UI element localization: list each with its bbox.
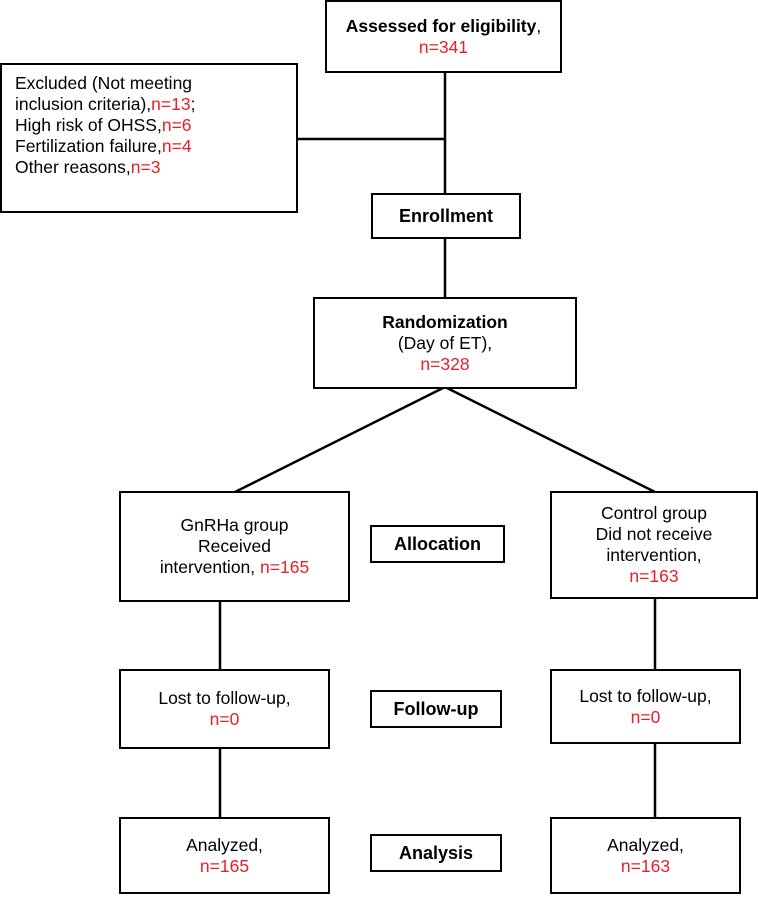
followup-box: Follow-up — [370, 690, 502, 728]
excluded-line2: inclusion criteria), — [15, 94, 152, 114]
gnrha-group-box: GnRHa group Received intervention, n=165 — [119, 491, 350, 602]
analysis-label: Analysis — [398, 842, 474, 863]
enrollment-label: Enrollment — [398, 205, 493, 226]
followup-left-count: n=0 — [209, 709, 240, 729]
control-count: n=163 — [629, 566, 679, 586]
followup-right-label: Lost to follow-up, — [579, 685, 712, 706]
assessed-box: Assessed for eligibility, n=341 — [325, 0, 562, 73]
other-reasons-count: n=3 — [130, 157, 161, 177]
randomization-sub: (Day of ET), — [397, 332, 493, 353]
other-reasons-label: Other reasons, — [15, 157, 131, 177]
fertilization-label: Fertilization failure, — [15, 136, 162, 156]
followup-left-label: Lost to follow-up, — [158, 688, 291, 708]
fertilization-count: n=4 — [161, 136, 192, 156]
excluded-line2-end: ; — [190, 94, 196, 114]
line-randomization-to-gnrha — [234, 385, 446, 494]
gnrha-line3: intervention, — [159, 557, 256, 577]
enrollment-box: Enrollment — [371, 193, 521, 239]
control-line1: Control group — [600, 503, 708, 523]
randomization-label: Randomization — [382, 311, 508, 332]
assessed-sep: , — [536, 15, 542, 36]
gnrha-line2: Received — [198, 536, 271, 556]
analyzed-right-box: Analyzed, n=163 — [550, 817, 741, 894]
control-line2: Did not receive — [595, 524, 713, 544]
followup-right-count: n=0 — [630, 706, 661, 727]
analyzed-left-label: Analyzed, — [186, 834, 263, 855]
allocation-label: Allocation — [393, 533, 481, 554]
assessed-count: n=341 — [418, 36, 469, 57]
gnrha-line1: GnRHa group — [180, 515, 289, 535]
excluded-count: n=13 — [151, 94, 191, 114]
analyzed-left-box: Analyzed, n=165 — [119, 817, 330, 894]
line-randomization-to-control — [444, 385, 656, 494]
randomization-count: n=328 — [420, 353, 470, 374]
followup-label: Follow-up — [393, 698, 479, 719]
followup-right-box: Lost to follow-up, n=0 — [550, 669, 741, 744]
excluded-box: Excluded (Not meeting inclusion criteria… — [0, 63, 298, 213]
analysis-box: Analysis — [370, 834, 502, 872]
control-group-box: Control group Did not receive interventi… — [550, 491, 758, 599]
randomization-box: Randomization (Day of ET), n=328 — [313, 297, 577, 389]
analyzed-right-label: Analyzed, — [607, 834, 684, 855]
control-line3: intervention, — [606, 545, 702, 565]
gnrha-count: n=165 — [260, 557, 310, 577]
analyzed-left-count: n=165 — [199, 855, 250, 876]
analyzed-right-count: n=163 — [620, 855, 671, 876]
excluded-line1: Excluded (Not meeting — [15, 73, 193, 93]
followup-left-box: Lost to follow-up, n=0 — [119, 669, 330, 749]
ohss-count: n=6 — [161, 115, 192, 135]
ohss-label: High risk of OHSS, — [15, 115, 162, 135]
assessed-label: Assessed for eligibility — [345, 15, 537, 36]
allocation-box: Allocation — [370, 525, 505, 563]
